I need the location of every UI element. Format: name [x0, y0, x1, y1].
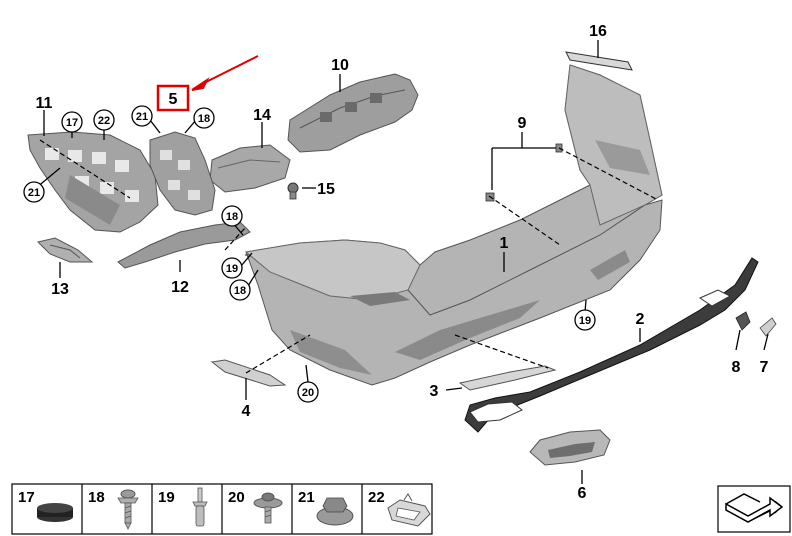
heat-shield-part[interactable]: [209, 144, 291, 193]
callout-labels: 16 10 9 5 14 15 11 12 13 1 2 3 4 6 8 7: [36, 23, 769, 502]
legend-item-22[interactable]: 22: [368, 489, 431, 527]
trim-strip-part[interactable]: [565, 51, 633, 71]
callout-13[interactable]: 13: [51, 281, 69, 298]
circled-ref-17[interactable]: 17: [61, 111, 83, 133]
circled-ref-18-mid[interactable]: 18: [221, 205, 243, 227]
circled-ref-22[interactable]: 22: [93, 109, 115, 131]
callout-12[interactable]: 12: [171, 279, 189, 296]
reflector-strip-left-part[interactable]: [210, 359, 287, 387]
callout-15[interactable]: 15: [317, 181, 335, 198]
callout-10[interactable]: 10: [331, 57, 349, 74]
svg-text:22: 22: [368, 489, 385, 506]
svg-text:21: 21: [136, 111, 148, 123]
circled-ref-18-top[interactable]: 18: [193, 107, 215, 129]
callout-16[interactable]: 16: [589, 23, 607, 40]
svg-text:20: 20: [228, 489, 245, 506]
circled-ref-21-top[interactable]: 21: [131, 105, 153, 127]
assembly-lines: [39, 139, 659, 374]
hardware-legend: 17 18 19: [11, 483, 433, 535]
svg-text:21: 21: [28, 187, 40, 199]
callout-7[interactable]: 7: [760, 359, 769, 376]
circled-refs: 17 22 21 18 21 18 19 18: [23, 105, 596, 403]
rubber-pad-icon: [37, 503, 73, 522]
diffuser-trim-part[interactable]: [464, 257, 759, 433]
carrier-bracket-part[interactable]: [287, 73, 419, 153]
hex-nut-icon: [316, 497, 354, 526]
highlight-box: [156, 84, 190, 112]
svg-text:20: 20: [302, 387, 314, 399]
direction-indicator: [717, 485, 791, 533]
circled-ref-19-right[interactable]: 19: [574, 309, 596, 331]
direction-arrow-icon: [725, 493, 784, 523]
callout-5[interactable]: 5: [169, 91, 178, 108]
circled-ref-20[interactable]: 20: [297, 381, 319, 403]
rivet-icon: [192, 487, 208, 527]
screw-icon: [117, 489, 139, 530]
callout-8[interactable]: 8: [732, 359, 741, 376]
long-bracket-part[interactable]: [117, 221, 251, 269]
svg-text:22: 22: [98, 115, 110, 127]
circled-ref-18-low[interactable]: 18: [229, 279, 251, 301]
end-piece-part-7[interactable]: [759, 317, 777, 337]
svg-text:21: 21: [298, 489, 315, 506]
callout-2[interactable]: 2: [636, 311, 645, 328]
svg-text:17: 17: [66, 117, 78, 129]
highlight-marker: [156, 55, 259, 112]
callout-3[interactable]: 3: [430, 383, 439, 400]
svg-text:19: 19: [226, 263, 238, 275]
svg-text:18: 18: [198, 113, 210, 125]
svg-text:19: 19: [579, 315, 591, 327]
svg-text:18: 18: [234, 285, 246, 297]
clip-part-15[interactable]: [287, 182, 299, 200]
svg-text:17: 17: [18, 489, 35, 506]
svg-text:18: 18: [226, 211, 238, 223]
legend-item-21[interactable]: 21: [298, 489, 354, 526]
callout-6[interactable]: 6: [578, 485, 587, 502]
legend-item-17[interactable]: 17: [18, 489, 73, 522]
circled-ref-19-left[interactable]: 19: [221, 257, 243, 279]
legend-item-18[interactable]: 18: [88, 489, 139, 530]
legend-item-20[interactable]: 20: [228, 489, 283, 524]
bumper-cover-part[interactable]: [244, 64, 663, 386]
bracket-part-5[interactable]: [149, 131, 216, 216]
grille-insert-part[interactable]: [37, 237, 94, 263]
end-piece-part-8[interactable]: [735, 311, 751, 331]
callout-14[interactable]: 14: [253, 107, 271, 124]
side-bracket-part[interactable]: [27, 131, 159, 233]
svg-text:19: 19: [158, 489, 175, 506]
spring-clip-icon: [387, 493, 431, 527]
callout-9[interactable]: 9: [518, 115, 527, 132]
callout-1[interactable]: 1: [500, 235, 509, 252]
clip-part-9[interactable]: [485, 143, 563, 202]
exhaust-tip-part[interactable]: [529, 429, 611, 466]
washer-screw-icon: [253, 492, 283, 524]
svg-text:18: 18: [88, 489, 105, 506]
legend-item-19[interactable]: 19: [158, 487, 208, 527]
callout-4[interactable]: 4: [242, 403, 251, 420]
callout-11[interactable]: 11: [36, 95, 53, 112]
circled-ref-21-left[interactable]: 21: [23, 181, 45, 203]
reflector-strip-center-part[interactable]: [458, 365, 557, 391]
